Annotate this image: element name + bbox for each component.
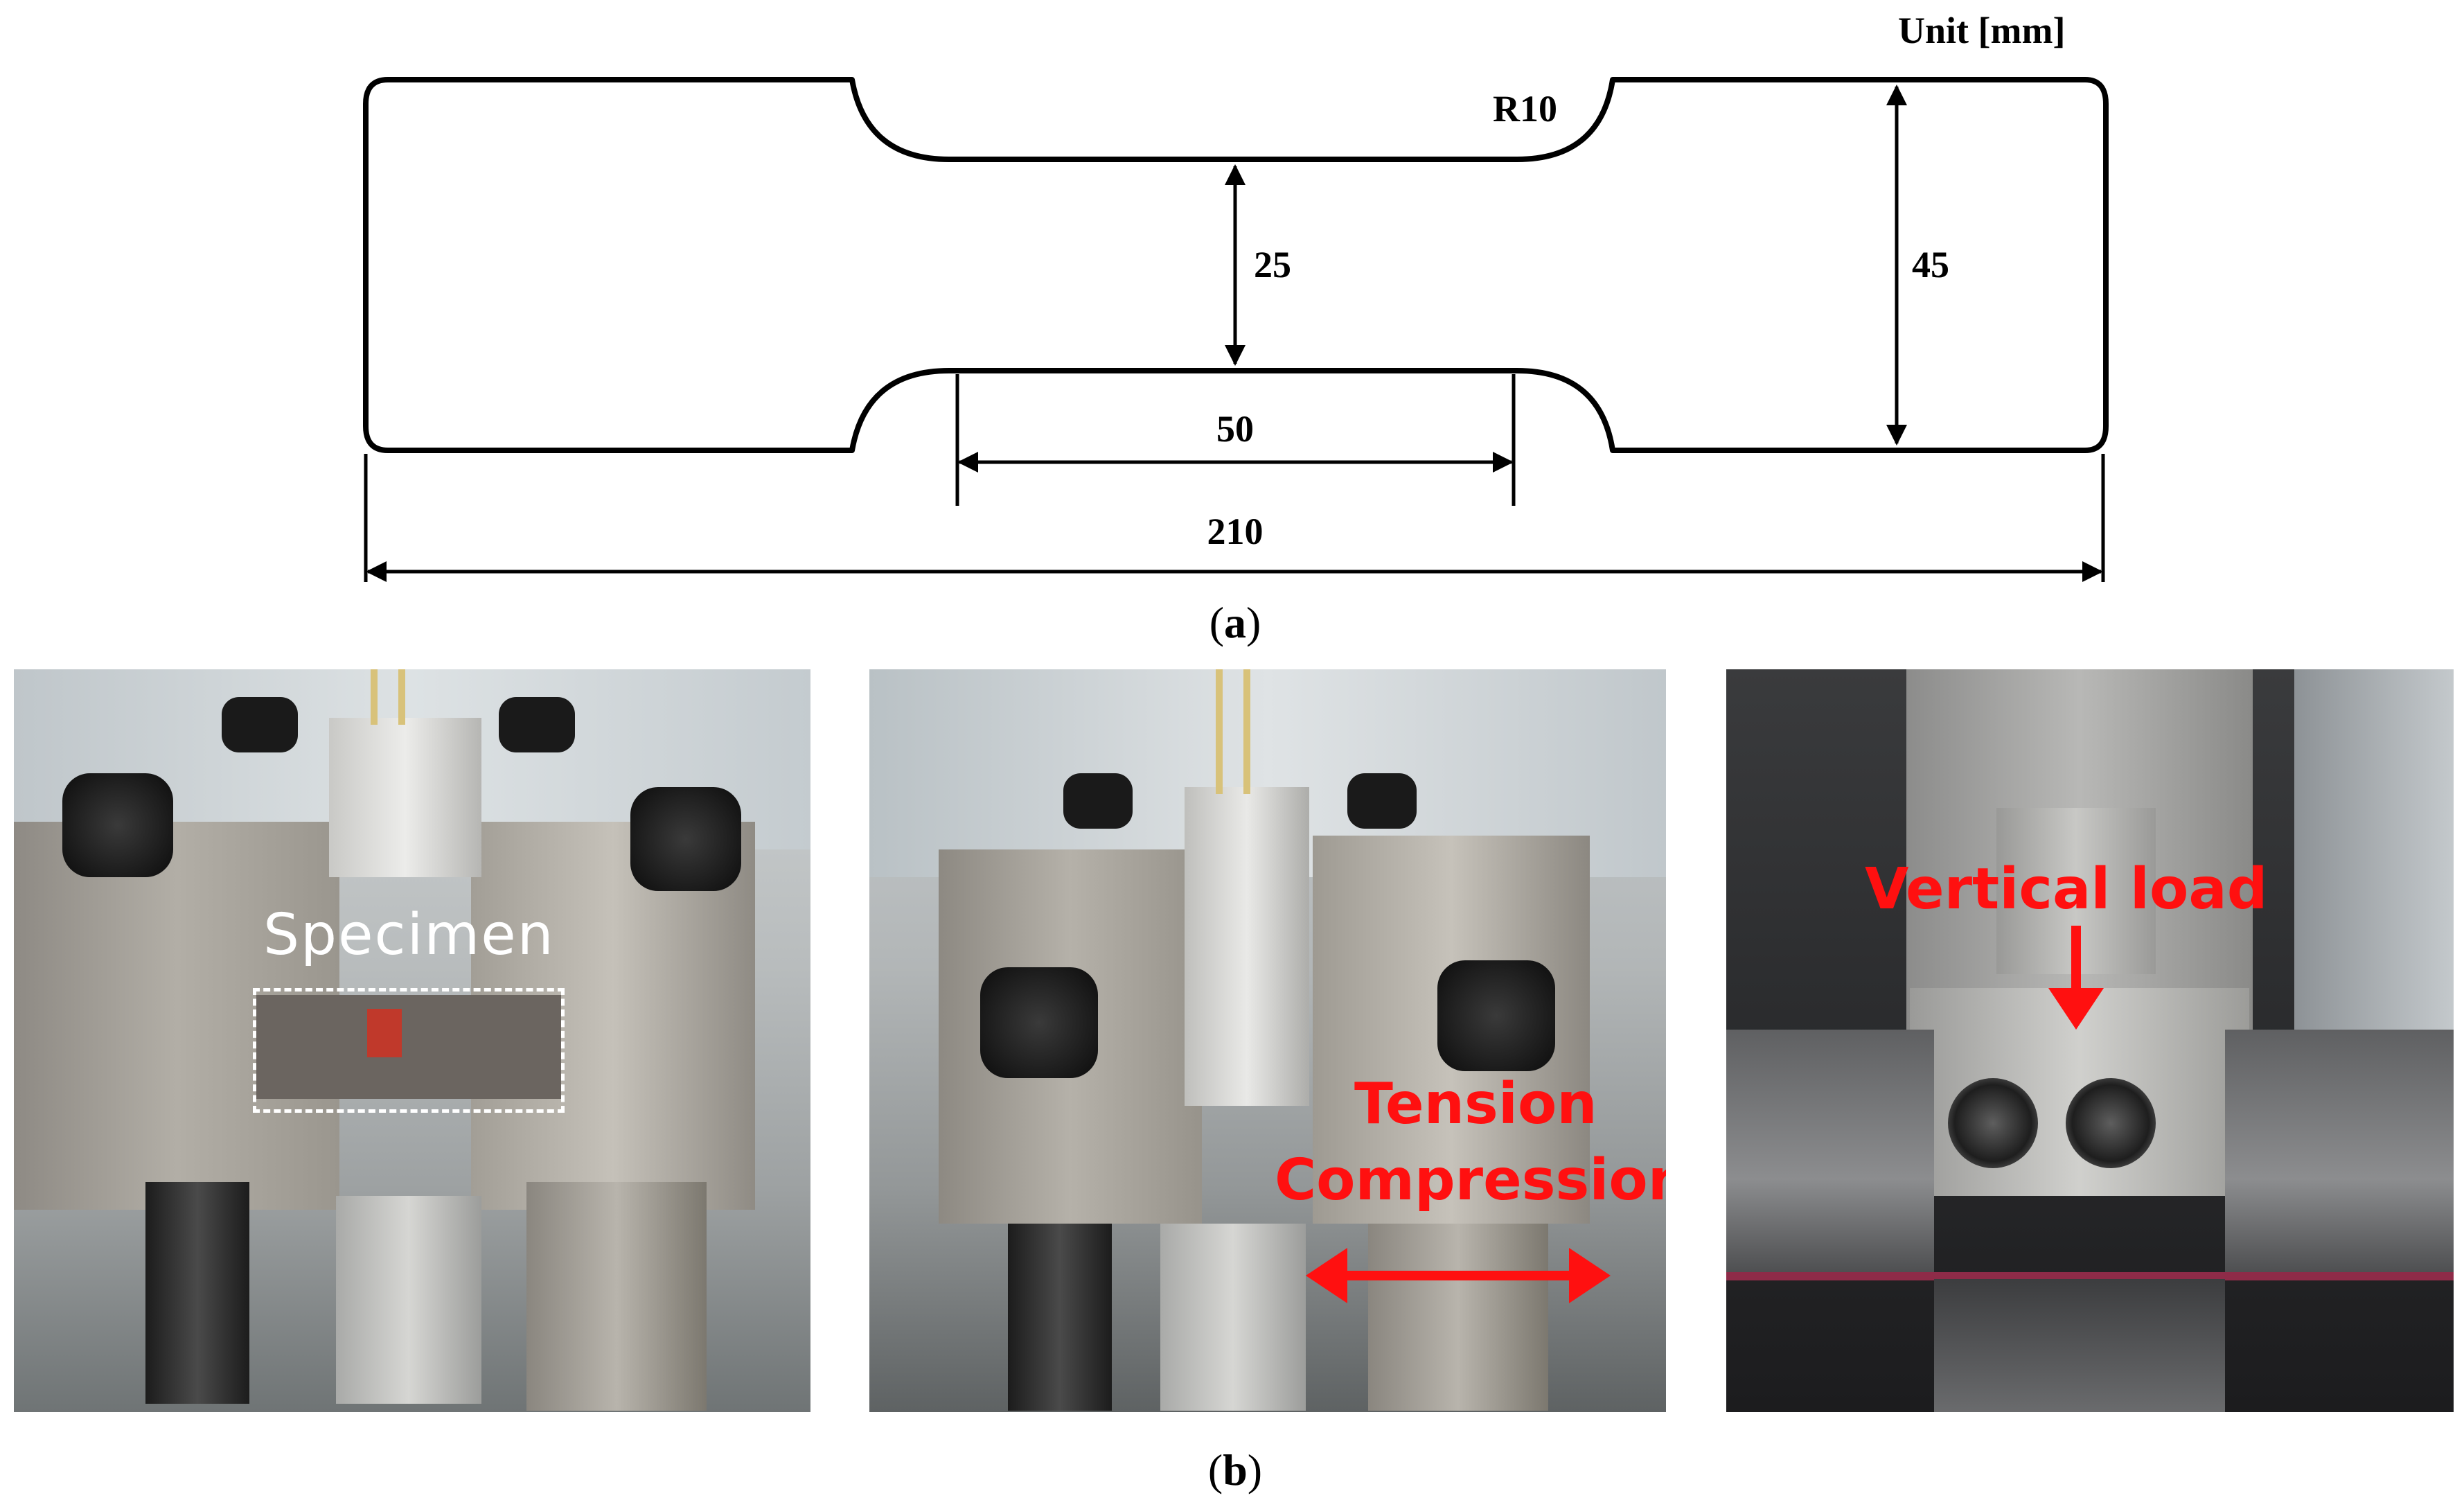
caption-a: (a) bbox=[1209, 598, 1261, 647]
photo-vertical-load: Vertical load bbox=[1726, 669, 2454, 1412]
photo-tension-compression: Tension Compression bbox=[869, 669, 1666, 1412]
specimen-label: Specimen bbox=[263, 902, 555, 968]
vertical-load-arrow bbox=[2048, 926, 2104, 1030]
specimen-highlight-box bbox=[253, 988, 565, 1113]
compression-label: Compression bbox=[1275, 1147, 1666, 1213]
specimen-drawing: Unit [mm] R10 25 45 50 210 bbox=[363, 10, 2109, 582]
vertical-load-label: Vertical load bbox=[1865, 856, 2268, 922]
tension-label: Tension bbox=[1354, 1071, 1597, 1137]
tension-compression-arrow bbox=[1306, 1248, 1611, 1303]
dim-50-label: 50 bbox=[1216, 408, 1254, 450]
unit-label: Unit [mm] bbox=[1898, 10, 2065, 51]
dim-45-label: 45 bbox=[1912, 244, 1949, 285]
specimen-outline bbox=[363, 77, 2109, 453]
radius-label: R10 bbox=[1493, 88, 1557, 130]
dim-210-label: 210 bbox=[1207, 511, 1264, 552]
caption-b: (b) bbox=[1207, 1445, 1263, 1495]
dim-25-label: 25 bbox=[1254, 244, 1291, 285]
photo-specimen-fixture: Specimen bbox=[14, 669, 810, 1412]
